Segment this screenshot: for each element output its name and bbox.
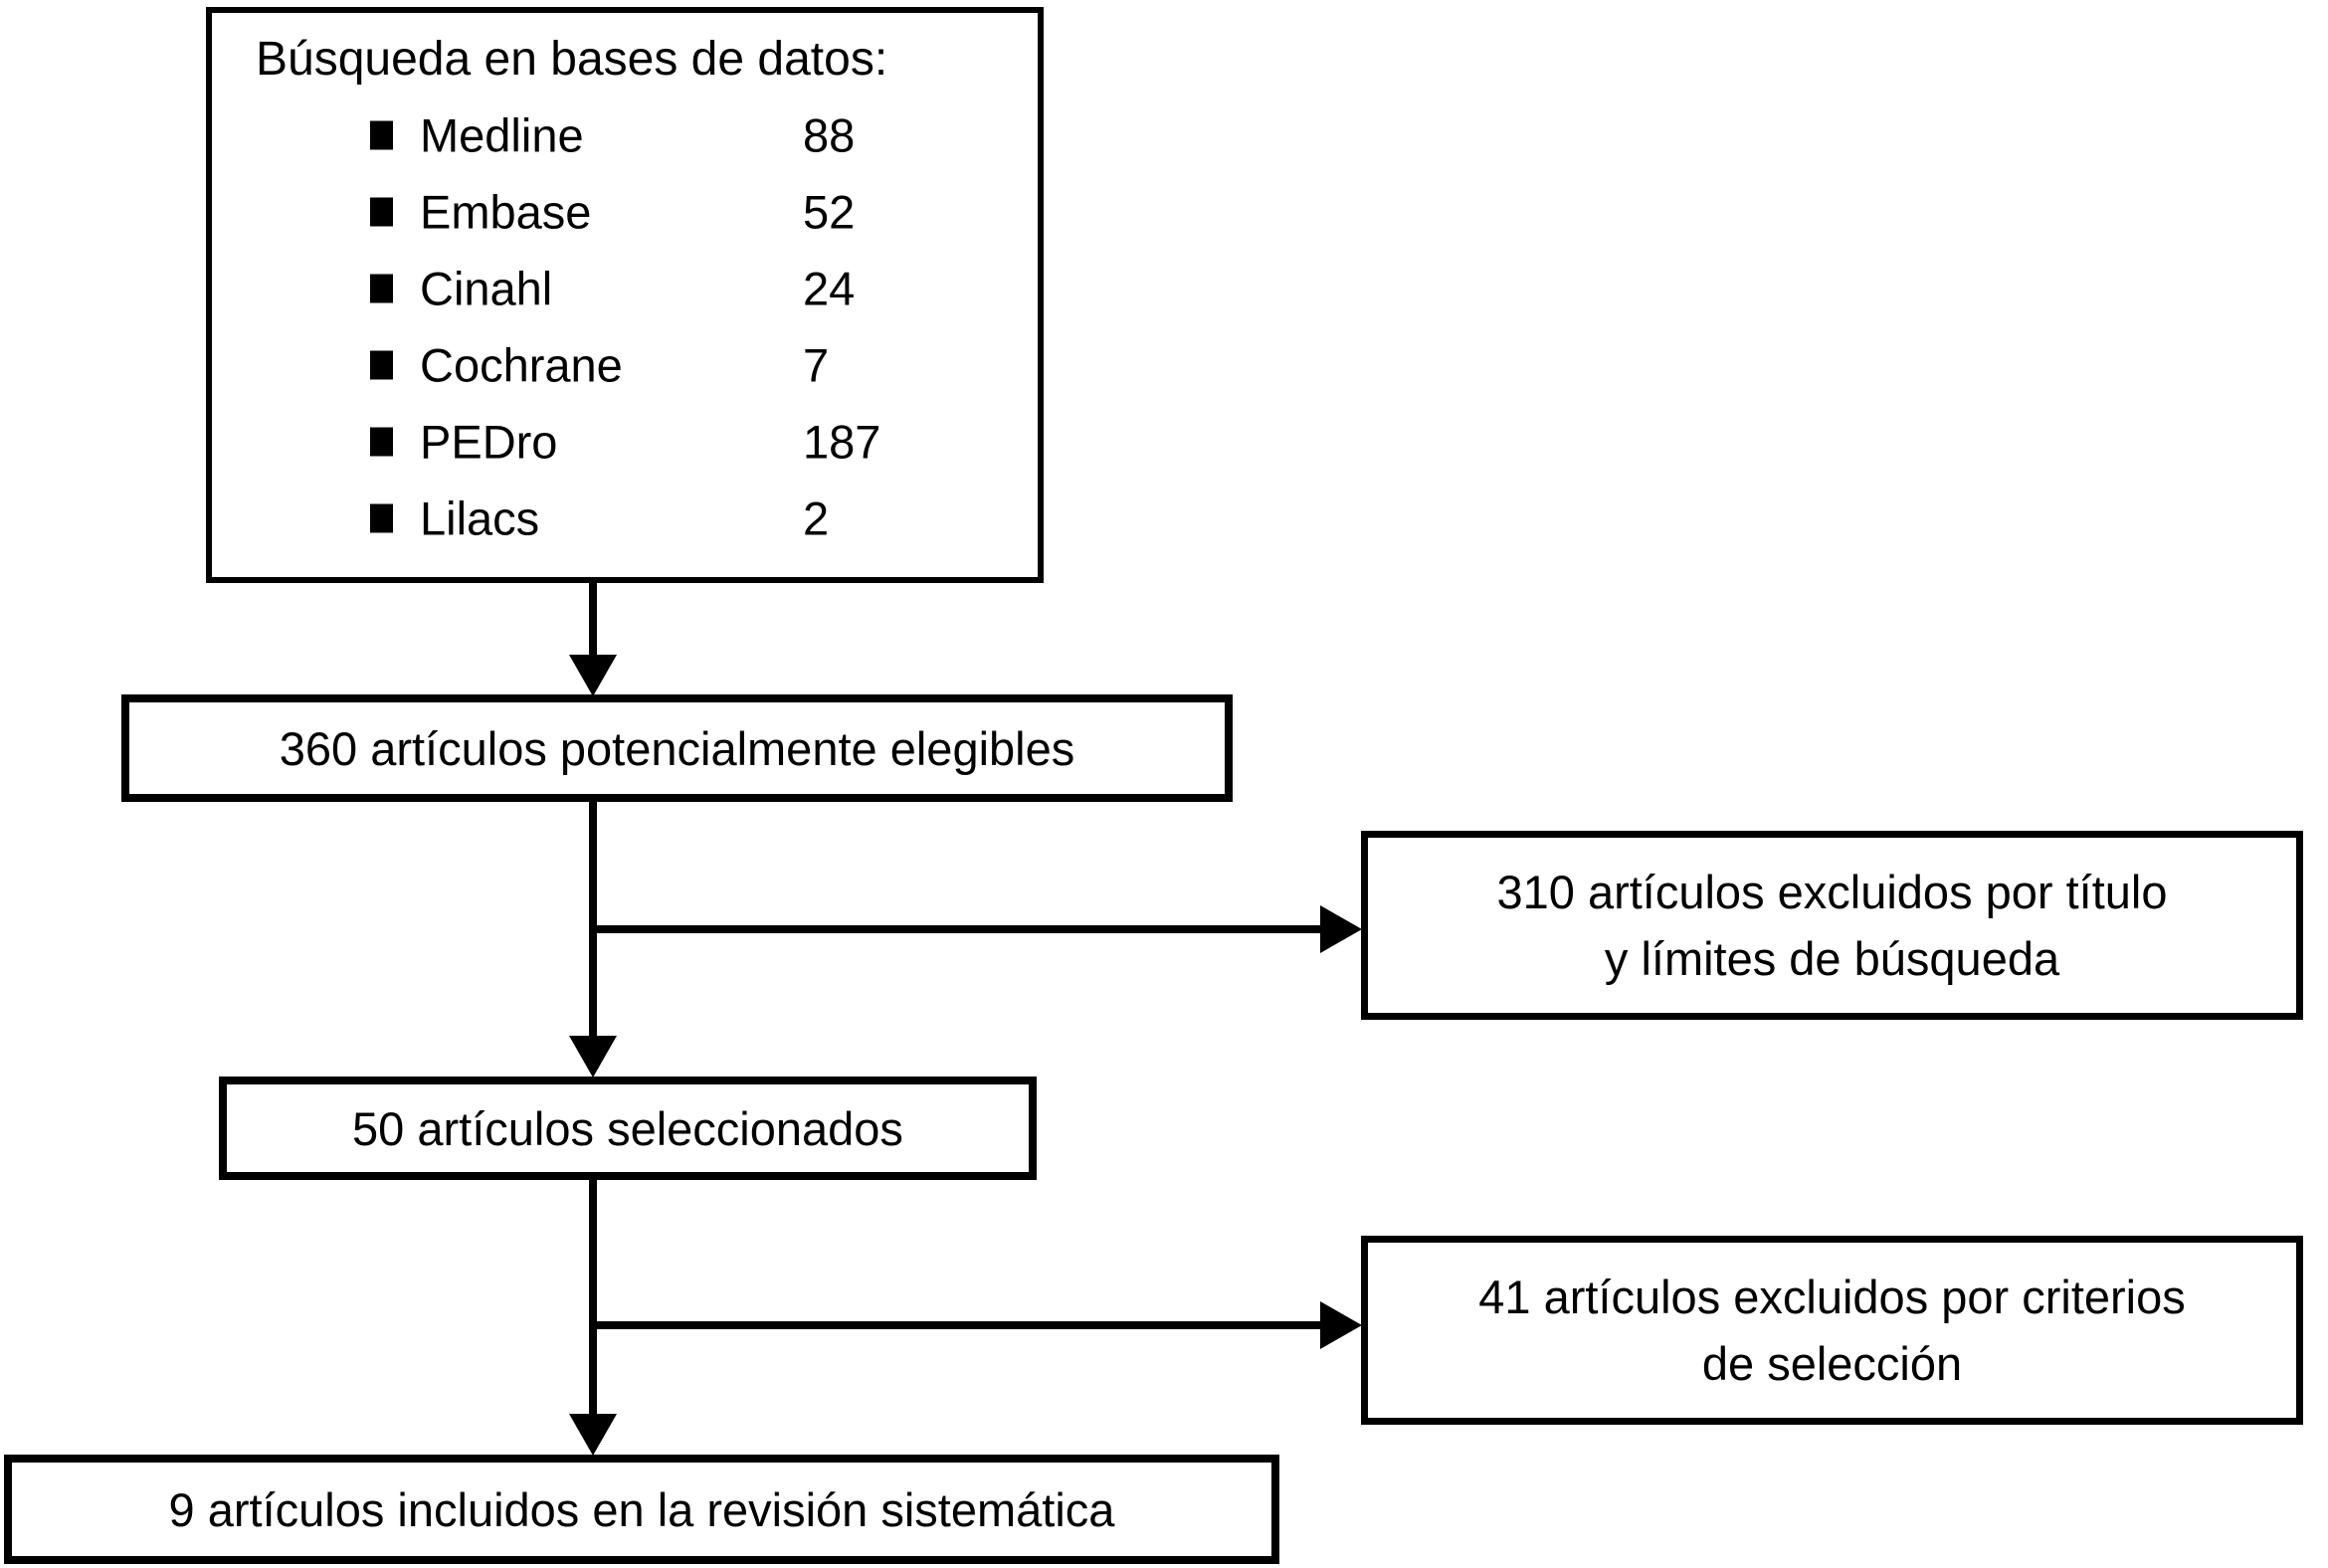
search-databases-box: Búsqueda en bases de datos: Medline 88 E… [206, 7, 1044, 583]
database-name: Cochrane [420, 338, 623, 391]
database-row: Lilacs 2 [212, 480, 1038, 556]
bullet-square-icon [370, 274, 393, 302]
arrowhead-down-icon [569, 1036, 617, 1078]
excluded-by-criteria-box: 41 artículos excluidos por criterios de … [1361, 1236, 2303, 1425]
included-articles-label: 9 artículos incluidos en la revisión sis… [168, 1482, 1115, 1536]
database-count: 187 [803, 415, 881, 468]
connector-eligible-to-selected [589, 798, 597, 1039]
connector-selected-to-included [589, 1178, 597, 1417]
database-count: 24 [803, 262, 856, 314]
bullet-square-icon [370, 197, 393, 226]
arrowhead-down-icon [569, 1414, 617, 1456]
excluded-by-title-box: 310 artículos excluidos por título y lím… [1361, 831, 2303, 1020]
database-name: Embase [420, 185, 592, 238]
database-name: Lilacs [420, 491, 540, 544]
arrowhead-right-icon [1320, 1301, 1362, 1349]
eligible-articles-label: 360 artículos potencialmente elegibles [279, 721, 1075, 775]
excluded-by-criteria-line1: 41 artículos excluidos por criterios [1478, 1271, 2186, 1323]
arrowhead-down-icon [569, 655, 617, 696]
bullet-square-icon [370, 427, 393, 456]
database-row: Cinahl 24 [212, 250, 1038, 326]
database-row: PEDro 187 [212, 403, 1038, 480]
bullet-square-icon [370, 350, 393, 379]
excluded-by-title-line1: 310 artículos excluidos por título [1496, 866, 2168, 918]
bullet-square-icon [370, 120, 393, 149]
selected-articles-label: 50 artículos seleccionados [352, 1101, 903, 1155]
included-articles-box: 9 artículos incluidos en la revisión sis… [4, 1455, 1279, 1564]
database-row: Embase 52 [212, 173, 1038, 250]
bullet-square-icon [370, 503, 393, 532]
connector-branch-excluded-criteria [593, 1321, 1323, 1329]
arrowhead-right-icon [1320, 905, 1362, 953]
selected-articles-box: 50 artículos seleccionados [219, 1077, 1037, 1180]
database-count: 88 [803, 108, 856, 161]
eligible-articles-box: 360 artículos potencialmente elegibles [121, 694, 1233, 802]
database-row: Cochrane 7 [212, 326, 1038, 403]
database-count: 2 [803, 491, 830, 544]
database-count: 52 [803, 185, 856, 238]
database-count: 7 [803, 338, 830, 391]
search-box-title: Búsqueda en bases de datos: [256, 33, 888, 86]
database-name: Cinahl [420, 262, 553, 314]
database-row: Medline 88 [212, 97, 1038, 173]
connector-search-to-eligible [589, 580, 597, 660]
database-list: Medline 88 Embase 52 Cinahl 24 Cochrane … [212, 97, 1038, 556]
excluded-by-title-line2: y límites de búsqueda [1604, 932, 2060, 985]
excluded-by-criteria-line2: de selección [1701, 1337, 1963, 1390]
connector-branch-excluded-title [593, 925, 1323, 933]
database-name: Medline [420, 108, 584, 161]
database-name: PEDro [420, 415, 558, 468]
